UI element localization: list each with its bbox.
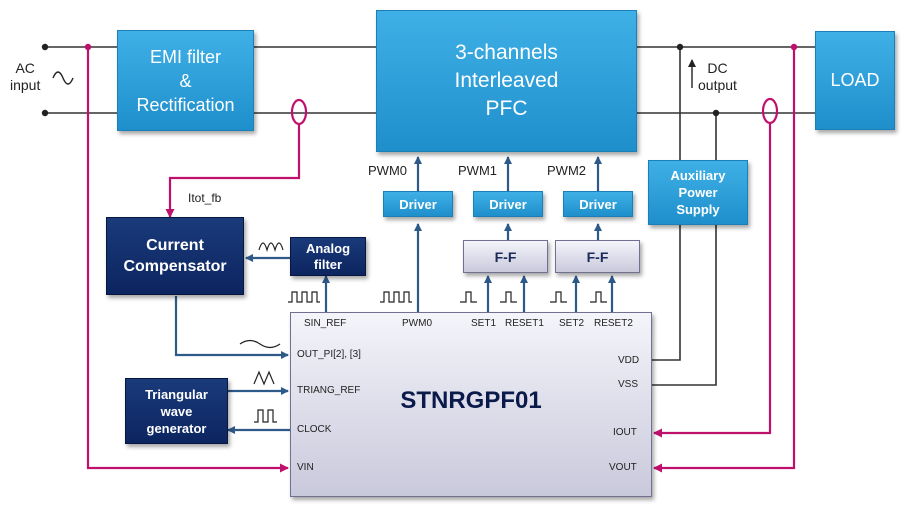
itot-fb-label: Itot_fb <box>188 191 222 205</box>
auxiliary-power-block: Auxiliary Power Supply <box>648 160 748 225</box>
pin-out-pi: OUT_PI[2], [3] <box>297 349 361 360</box>
pin-vout: VOUT <box>609 462 637 473</box>
pin-vss: VSS <box>618 379 639 390</box>
pwm2-label: PWM2 <box>547 163 586 178</box>
pfc-block: 3-channels Interleaved PFC <box>376 10 637 152</box>
ac-input-label: AC input <box>10 60 41 93</box>
triangle-wave-icon <box>253 370 275 386</box>
square-wave-icon <box>380 291 412 303</box>
pwm0-label: PWM0 <box>368 163 407 178</box>
pin-clock: CLOCK <box>297 424 332 435</box>
pin-vdd: VDD <box>618 355 640 366</box>
current-compensator-block: Current Compensator <box>106 217 244 295</box>
pin-reset1: RESET1 <box>505 318 544 329</box>
sense-lines <box>86 47 796 473</box>
pulse-icon <box>550 291 567 303</box>
pin-sin-ref: SIN_REF <box>304 318 347 329</box>
pin-set1: SET1 <box>471 318 497 329</box>
signal-lines <box>174 156 616 434</box>
emi-filter-block: EMI filter & Rectification <box>117 30 254 131</box>
rectified-sine-icon <box>258 242 284 253</box>
pwm1-label: PWM1 <box>458 163 497 178</box>
pin-reset2: RESET2 <box>594 318 633 329</box>
driver-block-2: Driver <box>563 191 633 217</box>
flip-flop-block-2: F-F <box>555 240 640 273</box>
ac-sine-icon <box>52 71 74 85</box>
dc-output-label: DC output <box>698 60 737 93</box>
pin-pwm0: PWM0 <box>402 318 432 329</box>
pin-triang-ref: TRIANG_REF <box>297 385 361 396</box>
triangular-wave-generator-block: Triangular wave generator <box>125 378 228 444</box>
driver-block-1: Driver <box>473 191 543 217</box>
flip-flop-block-1: F-F <box>463 240 548 273</box>
waveform-glyphs <box>239 242 607 423</box>
driver-block-0: Driver <box>383 191 453 217</box>
pulse-icon <box>460 291 477 303</box>
chip-name: STNRGPF01 <box>400 386 542 414</box>
pin-iout: IOUT <box>613 427 637 438</box>
pin-vin: VIN <box>297 462 314 473</box>
square-wave-icon <box>254 409 277 423</box>
analog-filter-block: Analog filter <box>290 237 366 276</box>
wave-icon <box>239 339 281 349</box>
pulse-icon <box>590 291 607 303</box>
pin-set2: SET2 <box>559 318 585 329</box>
junction-dots <box>41 43 720 117</box>
load-block: LOAD <box>815 31 895 130</box>
square-wave-icon <box>288 291 320 303</box>
stnrgpf01-chip: STNRGPF01 <box>290 312 652 497</box>
pulse-icon <box>500 291 517 303</box>
power-lines <box>45 46 815 386</box>
